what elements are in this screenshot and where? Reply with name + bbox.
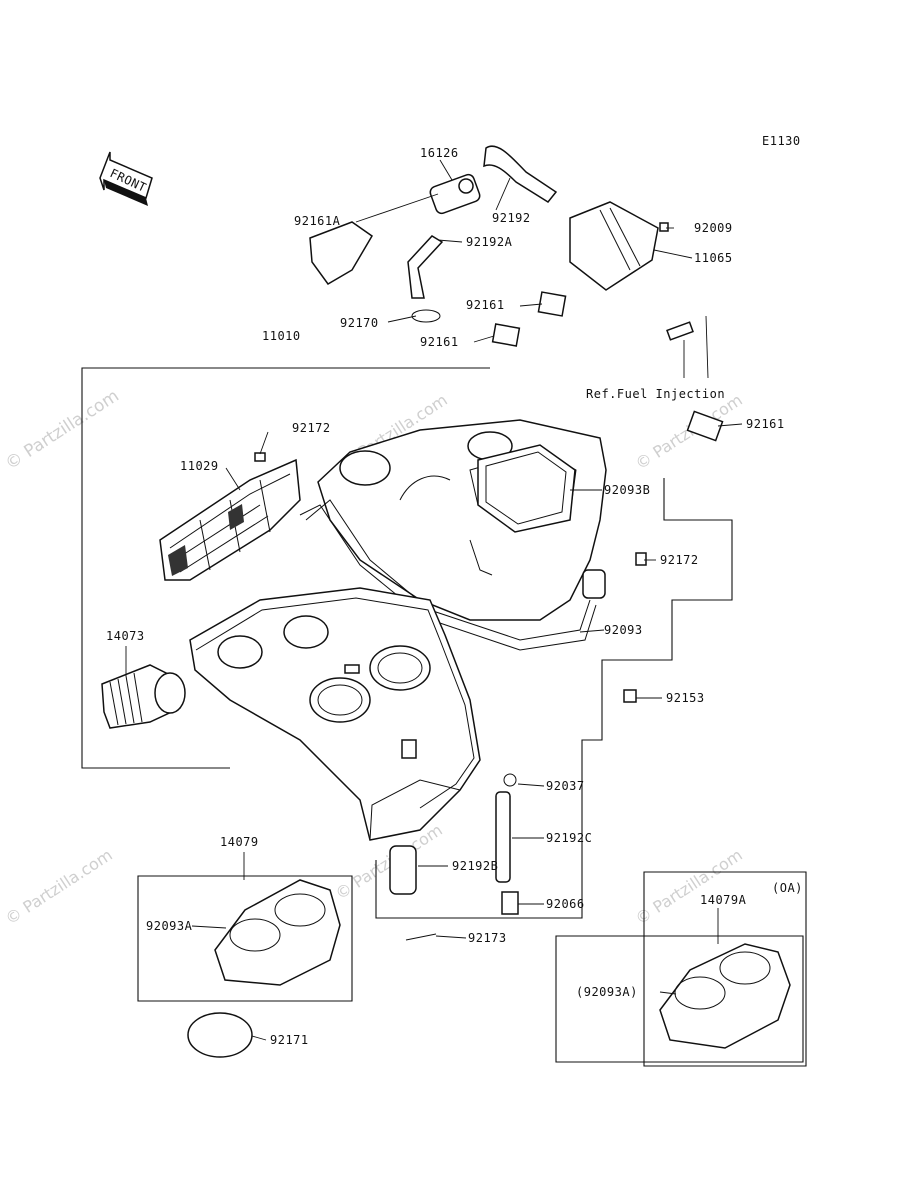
label-92161-right: 92161 [746,417,785,431]
intake-duct [101,664,186,729]
label-92037: 92037 [546,779,585,793]
box-14079 [137,875,353,1002]
label-92009: 92009 [694,221,733,235]
label-11029: 11029 [180,459,219,473]
diagram-code: E1130 [762,134,801,148]
watermark-br: © Partzilla.com [632,845,746,928]
box-14079A-outer [643,871,807,1067]
label-92192A: 92192A [466,235,513,249]
label-92171: 92171 [270,1033,309,1047]
label-92066: 92066 [546,897,585,911]
ref-fuel-injection: Ref.Fuel Injection [586,387,725,401]
air-cleaner-lower-case [189,587,481,841]
label-14073: 14073 [106,629,145,643]
assembly-box-right-stair [375,478,733,919]
label-16126: 16126 [420,146,459,160]
box-14079A-inner [555,935,804,1063]
label-92192: 92192 [492,211,531,225]
label-92172-left: 92172 [292,421,331,435]
label-92192C: 92192C [546,831,592,845]
assembly-box-11010 [81,367,283,769]
front-arrow-icon: FRONT [99,151,153,206]
label-92093B: 92093B [604,483,650,497]
top-components [254,145,724,703]
watermark-left: © Partzilla.com [2,386,123,474]
label-92161-top: 92161 [466,298,505,312]
label-92093A-optional: (92093A) [576,985,638,999]
air-filter-element [159,458,301,581]
leader-lines [125,159,743,1041]
label-92170: 92170 [340,316,379,330]
label-92093: 92093 [604,623,643,637]
part-labels: 16126 92161A 92192 92009 92192A 11065 92… [106,146,803,1047]
label-92093A: 92093A [146,919,193,933]
watermark-right: © Partzilla.com [632,390,746,473]
label-92172-right: 92172 [660,553,699,567]
label-92161-mid: 92161 [420,335,459,349]
label-92192B: 92192B [452,859,498,873]
label-11010: 11010 [262,329,301,343]
watermark-bl: © Partzilla.com [2,845,116,928]
label-14079A: 14079A [700,893,747,907]
label-14079: 14079 [220,835,259,849]
label-11065: 11065 [694,251,733,265]
label-92153: 92153 [666,691,705,705]
bottom-components [187,773,791,1058]
label-92173: 92173 [468,931,507,945]
label-optional-mark: (OA) [772,881,803,895]
label-92161A: 92161A [294,214,341,228]
air-cleaner-upper-housing [299,419,607,651]
